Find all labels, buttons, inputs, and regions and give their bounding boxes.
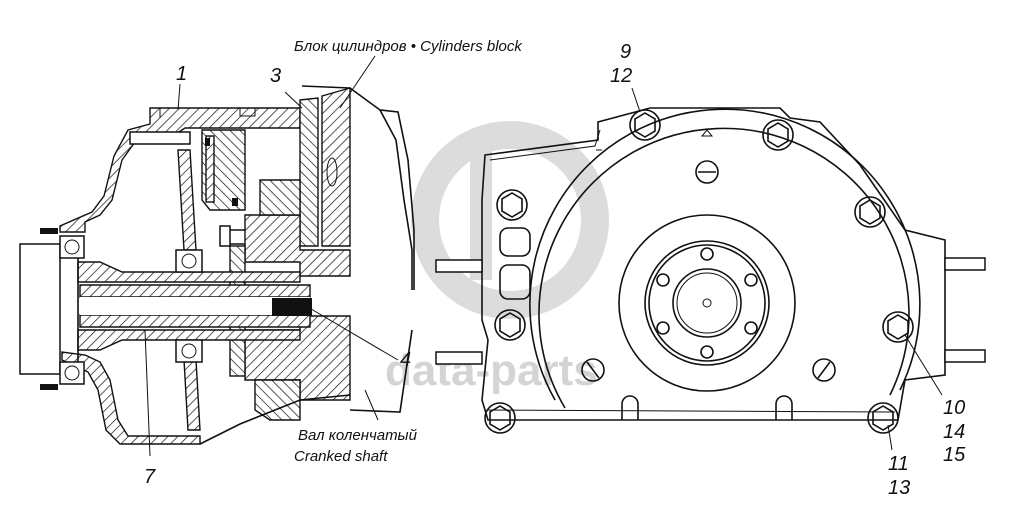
screw-bottom-right <box>812 358 836 382</box>
stud-right-lower <box>944 349 986 363</box>
bearing-mid-bottom <box>175 339 203 363</box>
bearing-mid-top <box>175 249 203 273</box>
stud-left-upper <box>435 259 483 273</box>
bolt-top-right <box>762 119 794 151</box>
caption-crankshaft-ru: Вал коленчатый <box>298 427 418 444</box>
callout-13: 13 <box>888 477 910 499</box>
leader-9-12 <box>631 87 641 113</box>
callout-10: 10 <box>943 397 965 419</box>
slot-left <box>499 227 531 257</box>
leader-7 <box>144 329 151 457</box>
cylinders-block-outline <box>301 85 413 290</box>
caption-cylinders-block: Блок цилиндров • Cylinders block <box>294 38 523 55</box>
callout-11: 11 <box>888 453 909 475</box>
leader-1 <box>177 83 181 111</box>
end-cap <box>19 243 61 375</box>
leader-lines <box>144 55 943 457</box>
bolt-bottom-left <box>484 402 516 434</box>
housing-outline <box>481 107 946 421</box>
callout-1: 1 <box>176 63 187 85</box>
shaft-plug <box>272 298 312 316</box>
bolt-9-12 <box>629 109 661 141</box>
bolt-right-upper <box>854 196 886 228</box>
leader-3 <box>284 91 303 109</box>
leader-crankshaft <box>364 389 379 421</box>
cover-arc <box>538 127 910 409</box>
callout-4: 4 <box>400 349 411 371</box>
caption-crankshaft-en: Cranked shaft <box>294 448 388 465</box>
bearing-left-top <box>59 235 85 259</box>
hub-upper <box>244 214 351 277</box>
flange-holes <box>656 247 758 359</box>
leader-11-13 <box>887 424 893 451</box>
stud-right-upper <box>944 257 986 271</box>
housing-top <box>59 107 301 233</box>
screw-top <box>695 160 719 184</box>
bolt-10 <box>882 311 914 343</box>
left-sectional-view <box>19 85 415 445</box>
callout-12: 12 <box>610 65 632 87</box>
bolt-11-13 <box>867 402 899 434</box>
top-bolt <box>129 131 191 145</box>
shaft <box>79 284 311 298</box>
bearing-left-bottom <box>59 361 85 385</box>
leader-4 <box>305 305 399 361</box>
notch-bottom-left <box>621 395 639 420</box>
cylinders-block-flange <box>299 97 319 247</box>
leader-cylinders-block <box>339 55 376 109</box>
bolt-left-lower <box>494 309 526 341</box>
callout-7: 7 <box>144 466 156 488</box>
stud-left-lower <box>435 351 483 365</box>
notch-bottom-right <box>775 395 793 420</box>
watermark-logo <box>411 121 609 319</box>
callout-9: 9 <box>620 41 631 63</box>
bolt-left-upper <box>496 189 528 221</box>
watermark-text: data-parts <box>385 346 598 395</box>
right-front-view <box>435 107 986 434</box>
flange-outer <box>618 214 796 392</box>
callout-15: 15 <box>943 444 966 466</box>
screw-bottom-left <box>581 358 605 382</box>
hub <box>672 268 742 338</box>
flange-inner <box>644 240 770 366</box>
leader-10-14-15 <box>904 334 943 396</box>
callout-3: 3 <box>270 65 281 87</box>
callout-14: 14 <box>943 421 965 443</box>
